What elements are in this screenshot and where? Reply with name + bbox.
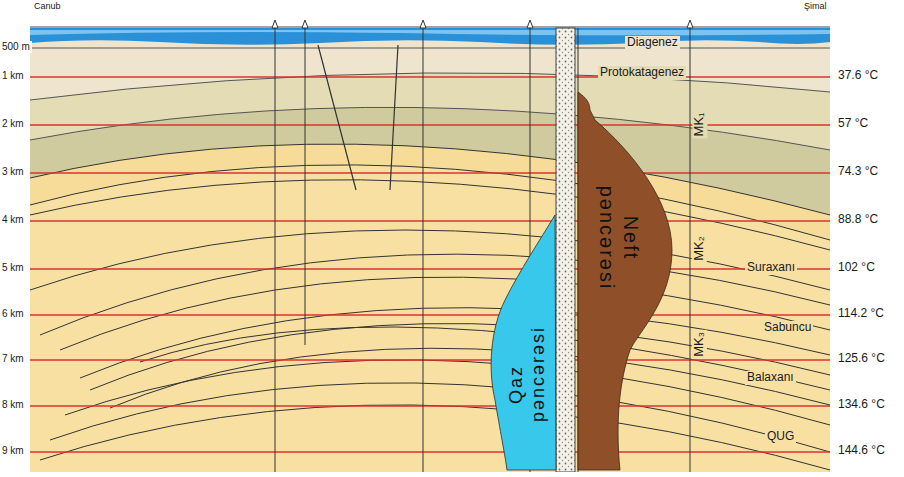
- depth-label: 4 km: [0, 214, 26, 226]
- zone-label: MK₃: [692, 330, 707, 359]
- depth-label: 7 km: [0, 353, 26, 365]
- direction-label: Şimal: [802, 1, 829, 11]
- formation-label: Sabuncu: [762, 321, 813, 335]
- depth-label: 3 km: [0, 166, 26, 178]
- temperature-label: 37.6 °C: [836, 69, 880, 83]
- temperature-label: 144.6 °C: [836, 444, 887, 458]
- temperature-label: 125.6 °C: [836, 352, 887, 366]
- depth-label: 9 km: [0, 445, 26, 457]
- formation-label: QUG: [765, 430, 796, 444]
- window-label: Neft pəncərəsi: [595, 183, 643, 293]
- depth-label: 6 km: [0, 308, 26, 320]
- depth-label: 1 km: [0, 70, 26, 82]
- depth-label: 2 km: [0, 118, 26, 130]
- formation-label: Balaxanı: [745, 371, 796, 385]
- formation-label: Suraxanı: [745, 261, 797, 275]
- temperature-label: 102 °C: [836, 261, 877, 275]
- zone-label: MK₁: [692, 110, 707, 138]
- depth-label: 8 km: [0, 399, 26, 411]
- depth-label: 5 km: [0, 262, 26, 274]
- temperature-label: 134.6 °C: [836, 398, 887, 412]
- temperature-label: 57 °C: [836, 117, 870, 131]
- window-label: Qaz pəncərəsi: [505, 348, 548, 423]
- zone-label: MK₂: [692, 234, 707, 263]
- temperature-label: 74.3 °C: [836, 165, 880, 179]
- depth-label: 500 m: [0, 41, 32, 53]
- temperature-label: 114.2 °C: [836, 307, 886, 321]
- gas-window-shape: [485, 210, 560, 472]
- oil-window: Neft pəncərəsi: [575, 88, 675, 472]
- oil-window-shape: [575, 88, 675, 472]
- zone-label: Diagenez: [625, 36, 680, 50]
- temperature-label: 88.8 °C: [836, 213, 880, 227]
- zone-label: Protokatagenez: [598, 66, 686, 80]
- direction-label: Canub: [32, 1, 63, 11]
- gas-window: Qaz pəncərəsi: [485, 210, 560, 472]
